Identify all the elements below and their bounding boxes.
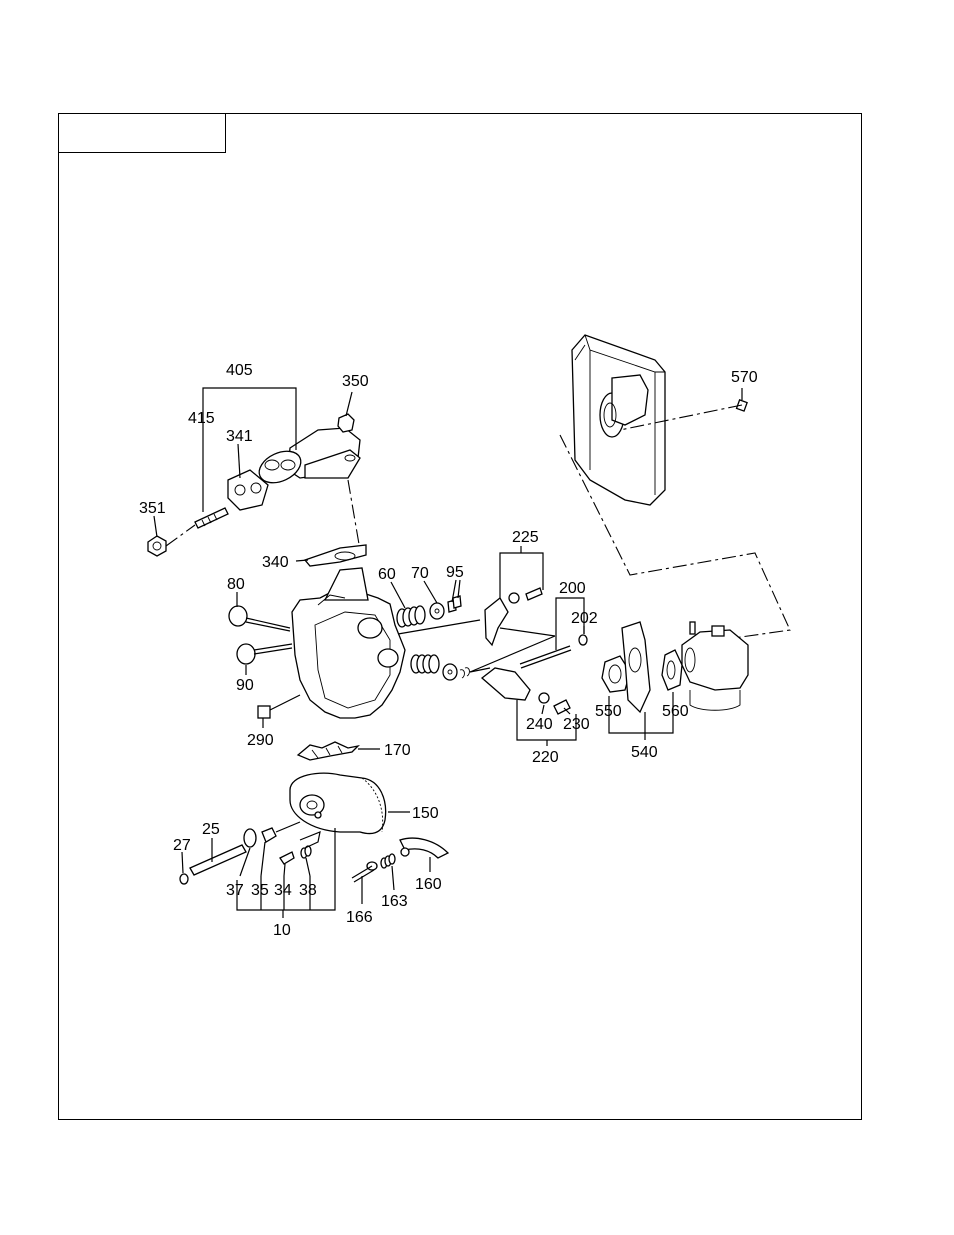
rocker-arm-225 — [485, 588, 542, 645]
muffler — [572, 335, 665, 505]
gasket-340 — [305, 545, 366, 566]
nut-350 — [338, 414, 354, 432]
clip-27 — [180, 874, 188, 884]
callout-38: 38 — [299, 882, 317, 899]
washer-37 — [244, 829, 256, 847]
callout-80: 80 — [227, 576, 245, 593]
callout-225: 225 — [512, 529, 539, 546]
callout-27: 27 — [173, 837, 191, 854]
rocker-arm-220 — [482, 668, 570, 714]
callout-550: 550 — [595, 703, 622, 720]
nut-351 — [148, 536, 166, 556]
breather-170 — [298, 742, 358, 760]
retainer-lower — [443, 664, 457, 680]
keepers-95 — [448, 596, 461, 612]
valve-80 — [229, 606, 290, 631]
callout-37: 37 — [226, 882, 244, 899]
callout-160: 160 — [415, 876, 442, 893]
insulator-540 — [622, 622, 650, 712]
cylinder-head — [292, 568, 405, 718]
callout-350: 350 — [342, 373, 369, 390]
push-rod-200 — [520, 646, 571, 668]
callout-220: 220 — [532, 749, 559, 766]
callout-25: 25 — [202, 821, 220, 838]
callout-240: 240 — [526, 716, 553, 733]
callout-405: 405 — [226, 362, 253, 379]
callout-540: 540 — [631, 744, 658, 761]
callout-290: 290 — [247, 732, 274, 749]
keepers-lower — [460, 668, 469, 678]
retainer-70 — [430, 603, 444, 619]
callout-95: 95 — [446, 564, 464, 581]
cam-gear-150 — [290, 773, 386, 833]
washer-202 — [579, 635, 587, 645]
callout-10: 10 — [273, 922, 291, 939]
manifold-405 — [254, 428, 360, 489]
bolt-290 — [258, 695, 300, 718]
valve-spring-60 — [397, 606, 425, 627]
callout-340: 340 — [262, 554, 289, 571]
callout-341: 341 — [226, 428, 253, 445]
lever-35 — [262, 822, 300, 842]
callout-90: 90 — [236, 677, 254, 694]
callout-351: 351 — [139, 500, 166, 517]
stud-415 — [195, 508, 228, 528]
callout-70: 70 — [411, 565, 429, 582]
callout-166: 166 — [346, 909, 373, 926]
callout-150: 150 — [412, 805, 439, 822]
callout-200: 200 — [559, 580, 586, 597]
callout-230: 230 — [563, 716, 590, 733]
callout-163: 163 — [381, 893, 408, 910]
carburetor — [682, 622, 748, 710]
callout-170: 170 — [384, 742, 411, 759]
callout-415: 415 — [188, 410, 215, 427]
callout-570: 570 — [731, 369, 758, 386]
pin-166 — [352, 862, 377, 882]
spring-163 — [381, 854, 395, 868]
callout-34: 34 — [274, 882, 292, 899]
gasket-560 — [662, 650, 682, 690]
valve-spring-lower — [411, 655, 439, 673]
callout-60: 60 — [378, 566, 396, 583]
cam-lever-160 — [400, 838, 448, 858]
valve-90 — [237, 644, 292, 664]
callout-35: 35 — [251, 882, 269, 899]
shaft-25 — [190, 845, 246, 875]
pin-34 — [280, 852, 294, 864]
callout-202: 202 — [571, 610, 598, 627]
callout-560: 560 — [662, 703, 689, 720]
